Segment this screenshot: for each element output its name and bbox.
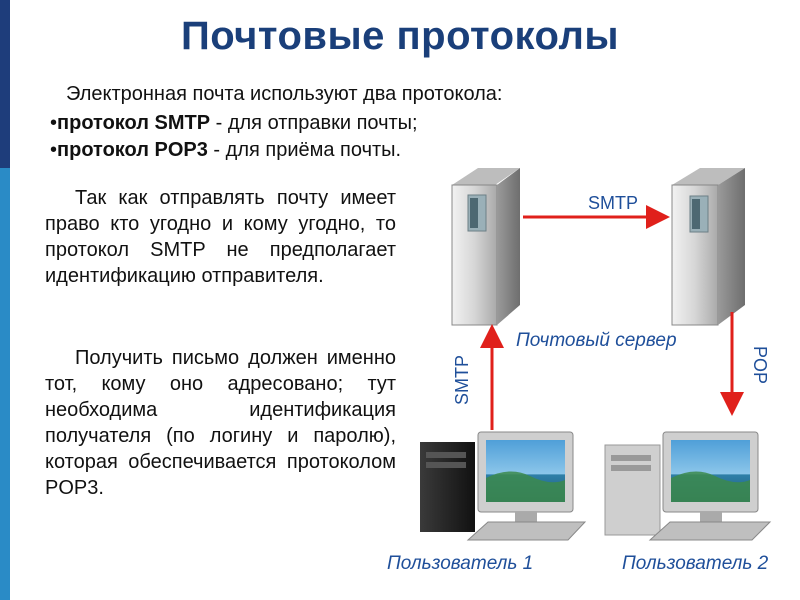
protocol-name: протокол SMTP	[57, 112, 211, 134]
protocol-desc: - для отправки почты;	[210, 112, 418, 134]
protocol-list: •протокол SMTP - для отправки почты; •пр…	[50, 110, 418, 164]
side-stripe-light	[0, 168, 10, 600]
page-title: Почтовые протоколы	[180, 14, 620, 58]
protocol-name: протокол POP3	[57, 139, 208, 161]
user2-label: Пользователь 2	[622, 553, 769, 574]
user1-label: Пользователь 1	[387, 553, 534, 574]
computer-icon	[604, 431, 772, 541]
arrow-label-smtp: SMTP	[588, 193, 639, 213]
server-label: Почтовый сервер	[516, 330, 677, 351]
server-icon	[671, 168, 745, 326]
server-icon	[451, 168, 520, 326]
arrow-label-pop: POP	[750, 346, 770, 385]
paragraph-pop3: Получить письмо должен именно тот, кому …	[45, 347, 396, 499]
intro-text: Электронная почта используют два протоко…	[66, 83, 503, 105]
side-stripe-dark	[0, 0, 10, 168]
list-item: •протокол SMTP - для отправки почты;	[50, 112, 418, 134]
list-item: •протокол POP3 - для приёма почты.	[50, 139, 402, 161]
paragraph-smtp: Так как отправлять почту имеет право кто…	[45, 187, 396, 287]
computer-icon	[420, 431, 587, 541]
arrow-label-smtp-vertical: SMTP	[452, 354, 472, 405]
protocol-desc: - для приёма почты.	[207, 139, 402, 161]
